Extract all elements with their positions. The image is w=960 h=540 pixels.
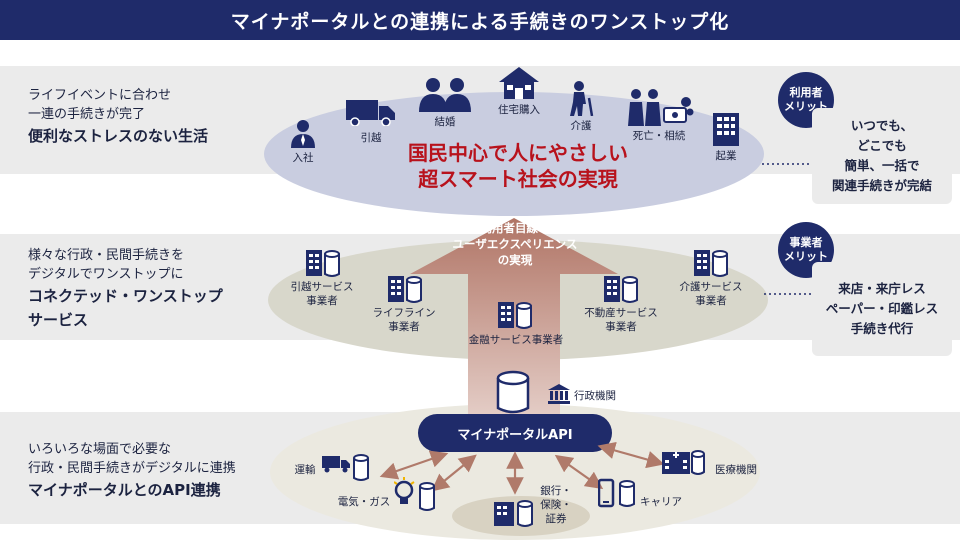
bank-db-icon <box>494 500 533 527</box>
api-bank-label: 銀行・ 保険・ 証券 <box>536 484 576 526</box>
building-db-icon <box>498 302 532 329</box>
band-connected-line1: 様々な行政・民間手続きを <box>28 248 185 263</box>
band-api-line1: いろいろな場面で必要な <box>28 442 172 457</box>
event-moving: 引越 <box>360 132 382 144</box>
arrow-text-line1: 利用者目線の <box>480 221 550 235</box>
api-bank-line2: 保険・ <box>540 499 572 511</box>
arrow-text-line2: ユーザエクスペリエンス <box>452 237 578 251</box>
user-merit-line3: 簡単、一括で <box>844 158 920 173</box>
couple-icon <box>419 78 471 112</box>
truck-db-icon <box>322 454 369 481</box>
building-db-icon <box>694 250 728 277</box>
provider-realestate-line1: 不動産サービス <box>584 307 658 319</box>
api-carrier-label: キャリア <box>640 496 682 508</box>
provider-realestate: 不動産サービス 事業者 <box>576 306 666 334</box>
lightbulb-db-icon <box>394 477 435 511</box>
provider-lifeline: ライフライン 事業者 <box>364 306 444 334</box>
band-text-api: いろいろな場面で必要な 行政・民間手続きがデジタルに連携 マイナポータルとのAP… <box>28 440 236 502</box>
event-marriage: 結婚 <box>434 116 456 128</box>
elderly-icon <box>570 81 594 116</box>
smartphone-db-icon <box>598 478 635 508</box>
inheritance-icon <box>628 89 694 126</box>
provider-care-line1: 介護サービス <box>679 281 743 293</box>
api-bank-line3: 証券 <box>545 513 567 525</box>
office-building-icon <box>713 113 739 146</box>
biz-merit-box: 来店・来庁レス ペーパー・印鑑レス 手続き代行 <box>812 262 952 356</box>
biz-merit-badge-line1: 事業者 <box>789 236 823 249</box>
band-api-line2: 行政・民間手続きがデジタルに連携 <box>28 461 236 476</box>
provider-moving-line2: 事業者 <box>306 295 338 307</box>
api-energy-label: 電気・ガス <box>337 496 391 508</box>
biz-merit-line1: 来店・来庁レス <box>838 281 926 296</box>
mynaportal-api-node: マイナポータルAPI <box>418 414 612 452</box>
band-text-connected: 様々な行政・民間手続きを デジタルでワンストップに コネクテッド・ワンストップ … <box>28 246 223 332</box>
event-startup: 起業 <box>715 150 737 162</box>
building-db-icon <box>388 276 422 303</box>
api-bank-line1: 銀行・ <box>540 485 572 497</box>
event-house: 住宅購入 <box>498 104 540 116</box>
building-db-icon <box>306 250 340 277</box>
provider-moving-line1: 引越サービス <box>290 281 354 293</box>
government-building-icon <box>548 384 570 404</box>
biz-merit-badge: 事業者 メリット <box>778 222 834 278</box>
page-title: マイナポータルとの連携による手続きのワンストップ化 <box>230 10 730 33</box>
band-api-bold: マイナポータルとのAPI連携 <box>28 481 221 499</box>
mynaportal-api-label: マイナポータルAPI <box>457 427 573 443</box>
band-text-life: ライフイベントに合わせ 一連の手続きが完了 便利なストレスのない生活 <box>28 86 208 148</box>
user-merit-line4: 関連手続きが完結 <box>831 178 932 193</box>
database-icon <box>496 370 530 414</box>
arrow-text: 利用者目線の ユーザエクスペリエンス の実現 <box>440 220 590 268</box>
event-joining: 入社 <box>292 152 314 164</box>
provider-moving: 引越サービス 事業者 <box>280 280 364 308</box>
event-care: 介護 <box>570 120 592 132</box>
provider-care: 介護サービス 事業者 <box>668 280 754 308</box>
user-merit-box: いつでも、 どこでも 簡単、一括で 関連手続きが完結 <box>812 108 952 204</box>
biz-merit-line2: ペーパー・印鑑レス <box>825 301 939 316</box>
band-connected-bold2: サービス <box>28 311 89 329</box>
core-message: 国民中心で人にやさしい 超スマート社会の実現 <box>368 140 668 192</box>
provider-realestate-line2: 事業者 <box>605 321 637 333</box>
provider-lifeline-line2: 事業者 <box>388 321 420 333</box>
event-inheritance: 死亡・相続 <box>632 130 686 142</box>
api-gov-label: 行政機関 <box>574 390 616 402</box>
person-icon <box>291 120 315 148</box>
biz-merit-line3: 手続き代行 <box>850 321 914 336</box>
biz-merit-badge-line2: メリット <box>784 250 828 263</box>
user-merit-line2: どこでも <box>857 138 907 153</box>
api-transport-label: 運輸 <box>294 464 316 476</box>
core-message-line1: 国民中心で人にやさしい <box>408 141 628 165</box>
building-db-icon <box>604 276 638 303</box>
band-connected-line2: デジタルでワンストップに <box>28 267 184 282</box>
api-medical-label: 医療機関 <box>715 464 757 476</box>
provider-care-line2: 事業者 <box>695 295 727 307</box>
band-life-line1: ライフイベントに合わせ <box>28 88 172 103</box>
house-icon <box>499 67 539 99</box>
band-life-bold: 便利なストレスのない生活 <box>28 127 209 145</box>
user-merit-line1: いつでも、 <box>850 118 914 133</box>
provider-lifeline-line1: ライフライン <box>372 307 436 319</box>
provider-finance: 金融サービス事業者 <box>468 334 564 346</box>
truck-icon <box>346 100 395 126</box>
band-life-line2: 一連の手続きが完了 <box>28 107 146 122</box>
band-connected-bold1: コネクテッド・ワンストップ <box>28 287 223 305</box>
arrow-text-line3: の実現 <box>497 253 533 267</box>
core-message-line2: 超スマート社会の実現 <box>418 167 618 191</box>
user-merit-badge-line1: 利用者 <box>789 86 823 99</box>
title-banner: マイナポータルとの連携による手続きのワンストップ化 <box>0 0 960 40</box>
hospital-icon <box>662 450 705 475</box>
